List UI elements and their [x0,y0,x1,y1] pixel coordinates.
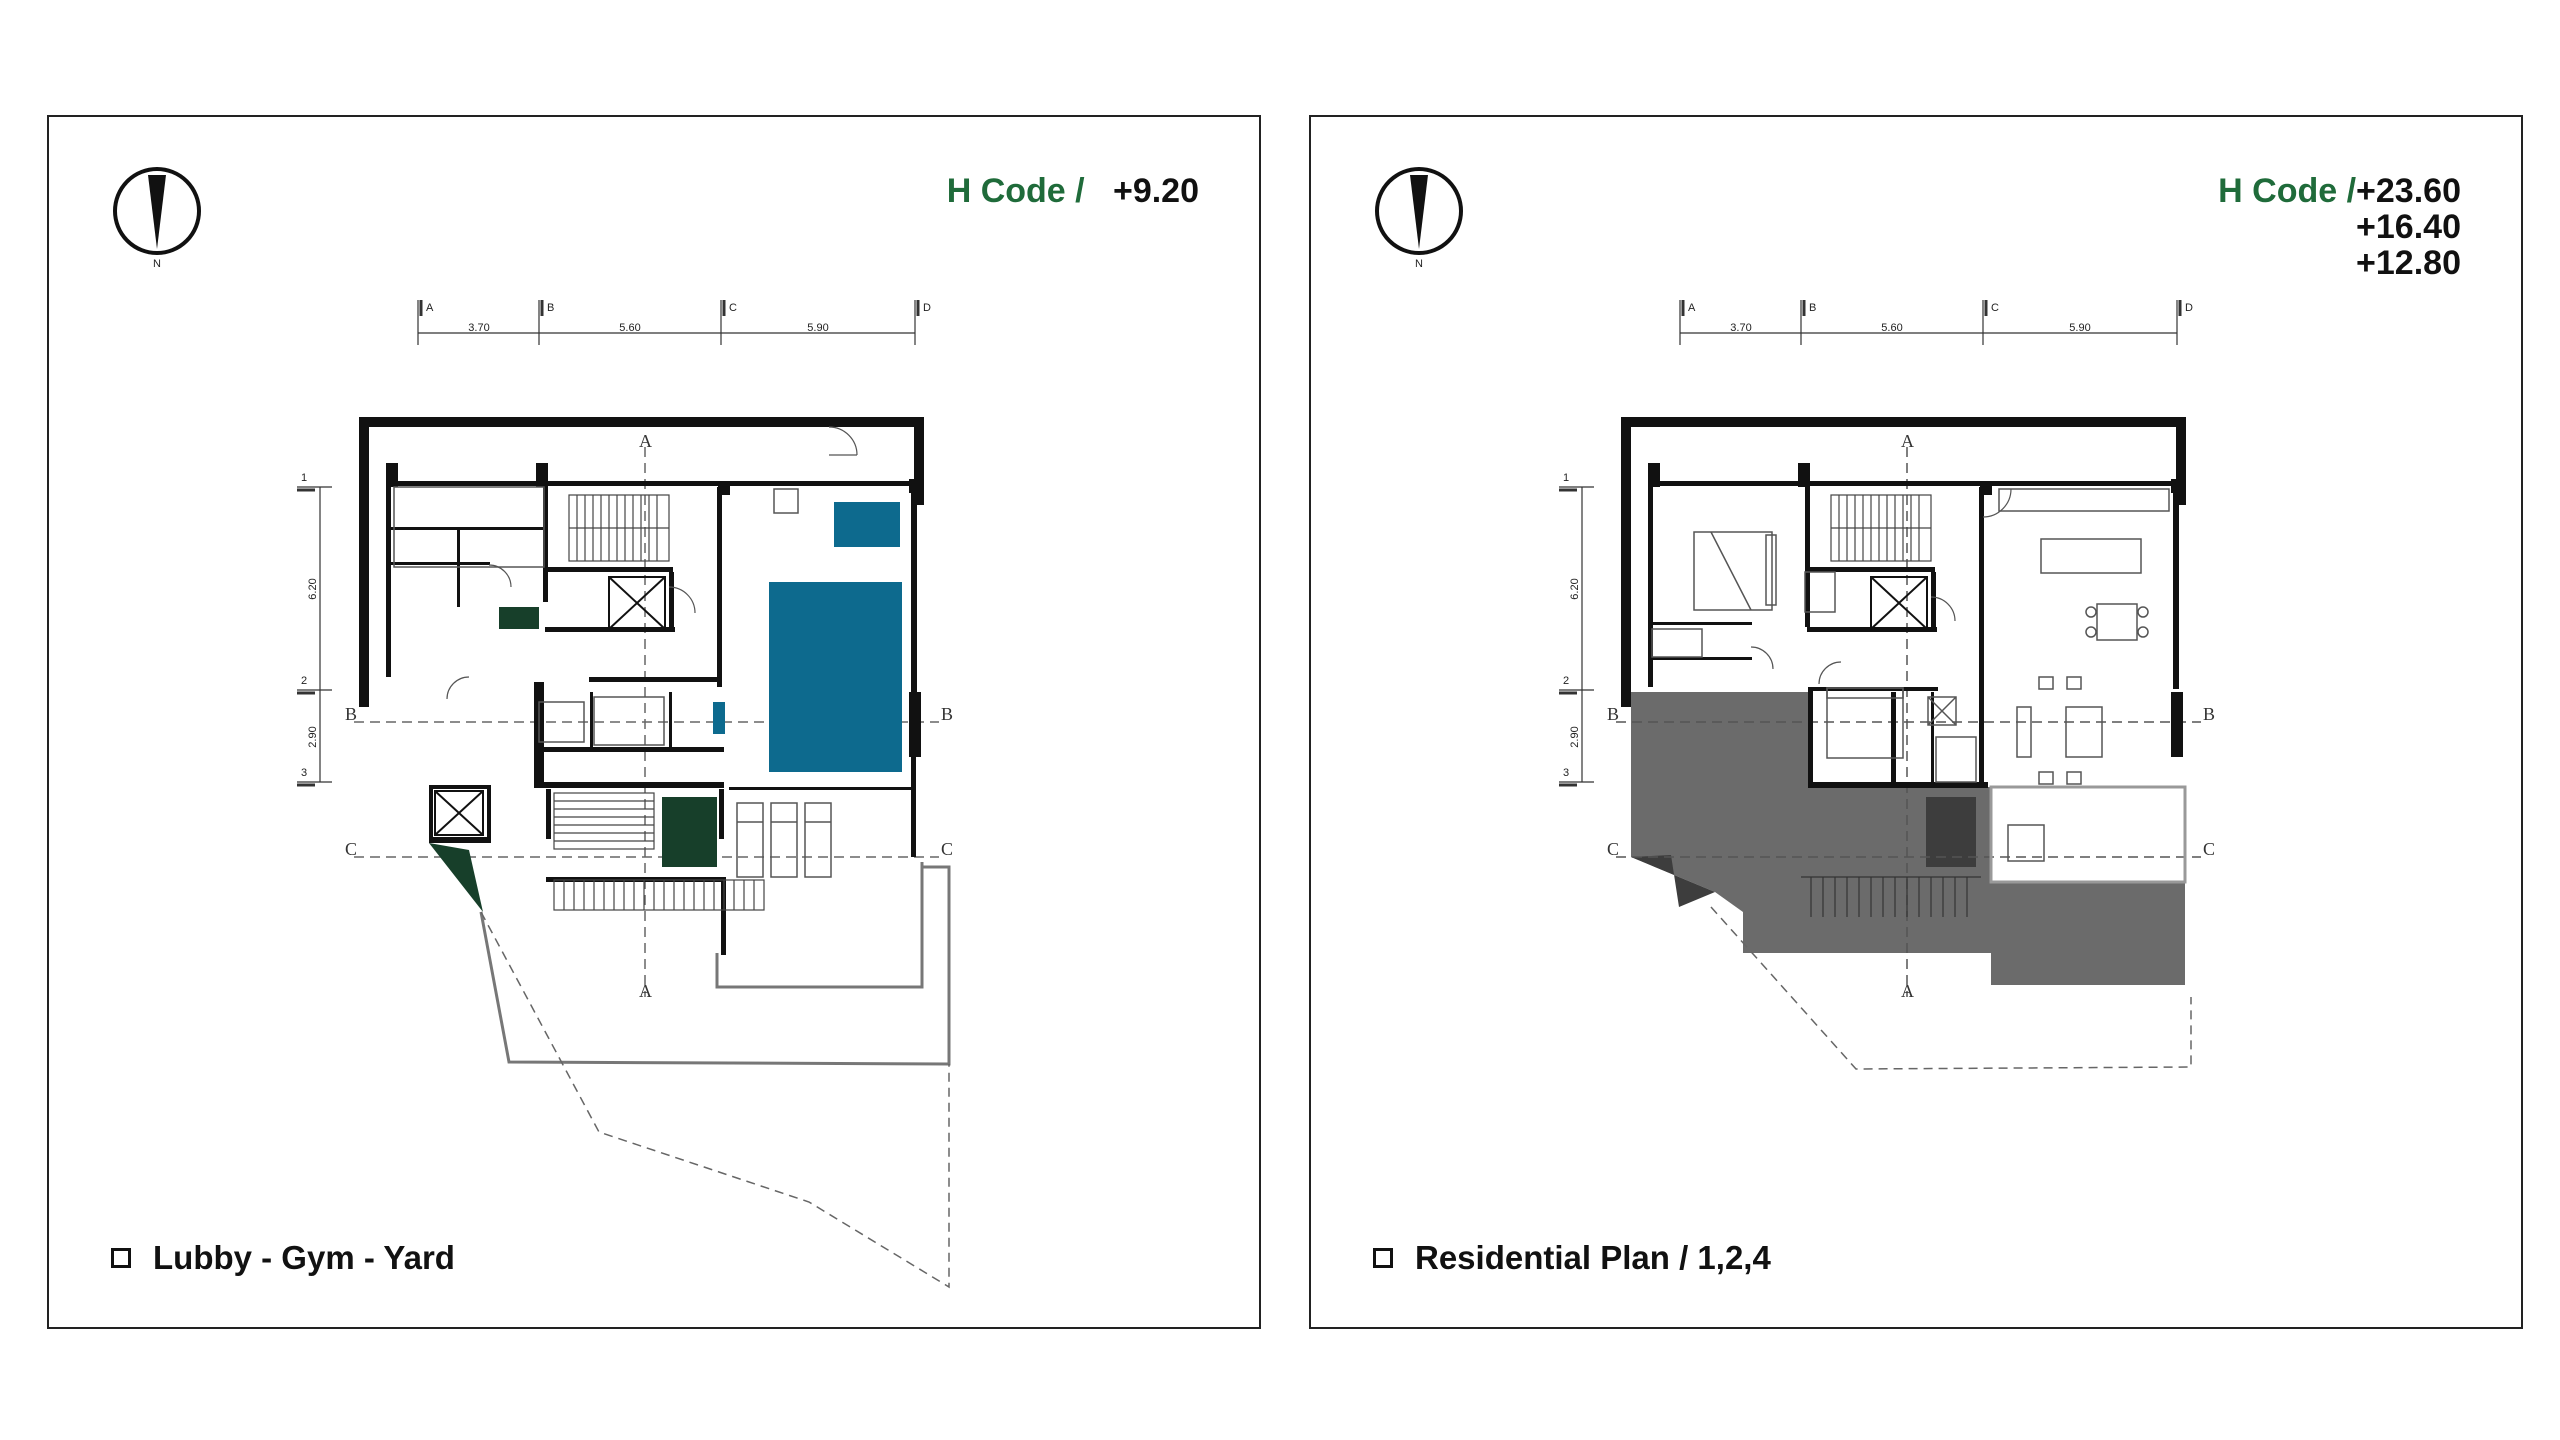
exterior-walls [1621,417,2186,788]
height-code: H Code / +9.20 [947,173,1199,209]
grid-row-3: 3 [1563,767,1569,779]
elevator-icon [1870,576,1928,630]
section-a-bottom: A [639,981,652,1001]
bed-icon [1693,531,1904,759]
plan-title: Residential Plan / 1,2,4 [1415,1239,1771,1276]
grid-col-c: C [729,302,737,314]
north-label: N [1415,258,1423,270]
north-arrow-icon: N [113,167,201,270]
grid-dim-ab: 3.70 [1730,322,1751,334]
h-code-value-1: +23.60 [2356,172,2461,210]
grid-dim-12: 6.20 [1569,578,1581,599]
section-c-right: C [941,839,953,859]
section-c-right: C [2203,839,2215,859]
floor-plan-lobby: N A B C D 3.70 5.60 5.90 [113,167,953,1289]
grid-col-d: D [2185,302,2193,314]
terrace-area [1631,692,2185,985]
plan-caption: Residential Plan / 1,2,4 [1373,1239,1771,1277]
grid-col-c: C [1991,302,1999,314]
green-block-small [499,607,539,629]
section-a-bottom: A [1901,981,1914,1001]
plan-title: Lubby - Gym - Yard [153,1239,455,1276]
section-b-right: B [2203,704,2215,724]
checkbox-icon [111,1248,131,1268]
green-block-gym [662,797,717,867]
checkbox-icon [1373,1248,1393,1268]
north-arrow-icon: N [1375,167,1463,270]
doors [446,426,858,700]
north-label: N [153,258,161,270]
grid-col-a: A [1688,302,1696,314]
interior-walls [390,487,726,955]
height-code: H Code /+23.60 +16.40 +12.80 [2218,173,2461,281]
grid-col-a: A [426,302,434,314]
floor-plan-residential: N A B C D 3.70 5.60 5.90 [1375,167,2215,1070]
exterior-walls [359,417,924,857]
h-code-label: H Code / [2218,172,2357,210]
bathroom-fixtures [1651,571,1977,783]
grid-dim-bc: 5.60 [1881,322,1902,334]
plan-panel-residential: N A B C D 3.70 5.60 5.90 [1309,115,2523,1329]
grid-dimension-top [1679,300,2182,345]
grid-dim-ab: 3.70 [468,322,489,334]
grid-dim-cd: 5.90 [2069,322,2090,334]
stair-lower [553,792,765,911]
grid-row-2: 2 [1563,675,1569,687]
doors [1750,488,2012,685]
grid-col-d: D [923,302,931,314]
green-block-corner [429,843,483,912]
grid-col-b: B [547,302,554,314]
plunge-pool [834,502,900,547]
section-b-left: B [345,704,357,724]
h-code-label: H Code / [946,172,1085,210]
elevator-icon [434,576,666,836]
grid-dimension-left [297,486,332,787]
h-code-value-2: +16.40 [2356,208,2461,246]
pool [769,582,902,772]
h-code-value-3: +12.80 [2356,244,2461,282]
section-b-right: B [941,704,953,724]
grid-row-1: 1 [1563,472,1569,484]
grid-col-b: B [1809,302,1816,314]
section-c-left: C [1607,839,1619,859]
site-outline [1710,906,2192,1070]
section-a-top: A [639,431,652,451]
wc-rooms [393,486,799,746]
stair-upper [568,494,670,562]
section-lines [1616,447,2201,997]
grid-row-1: 1 [301,472,307,484]
plan-panel-lobby: N A B C D 3.70 5.60 5.90 [47,115,1261,1329]
stair-terrace [1801,876,1981,917]
grid-dimension-top [417,300,920,345]
grid-row-2: 2 [301,675,307,687]
h-code-value-1: +9.20 [1112,172,1199,210]
kitchen-counter [1998,488,2170,574]
grid-dim-23: 2.90 [307,726,319,747]
stair-upper [1830,494,1932,562]
grid-dim-23: 2.90 [1569,726,1581,747]
pool-step [713,702,725,734]
grid-dim-cd: 5.90 [807,322,828,334]
grid-dimension-left [1559,486,1594,787]
lounge-chairs [736,802,832,878]
section-a-top: A [1901,431,1914,451]
balcony-outline [1989,785,2187,884]
plan-caption: Lubby - Gym - Yard [111,1239,455,1277]
yard-outline [479,862,951,1289]
grid-dim-12: 6.20 [307,578,319,599]
terrace-dark-block [1926,797,1976,867]
section-b-left: B [1607,704,1619,724]
terrace-corner-block [1631,855,1715,907]
dining-table-icon [2007,603,2149,862]
grid-dim-bc: 5.60 [619,322,640,334]
section-c-left: C [345,839,357,859]
grid-row-3: 3 [301,767,307,779]
